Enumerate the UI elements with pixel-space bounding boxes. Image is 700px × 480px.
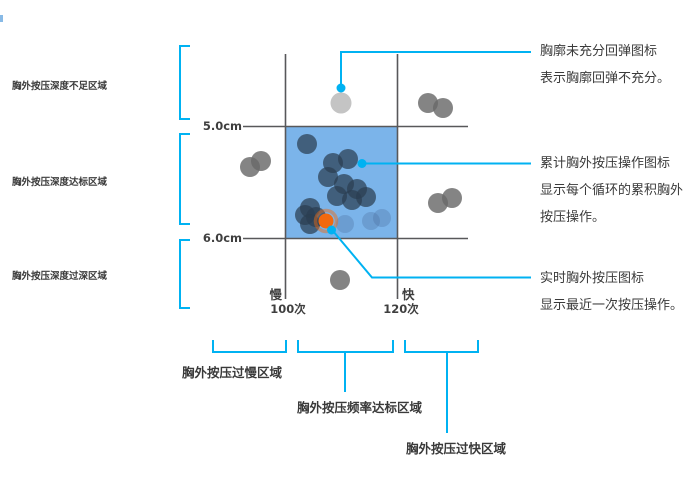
cumulative-compression-dot [356, 187, 376, 207]
annotation-realtime-desc: 显示最近一次按压操作。 [540, 298, 684, 313]
cumulative-compression-dot [318, 167, 338, 187]
grid-lines [243, 54, 468, 299]
cumulative-compression-dot [338, 149, 358, 169]
bracket-depth-deep [179, 239, 190, 309]
annotation-cumulative-desc1: 显示每个循环的累积胸外 [540, 183, 684, 198]
edge-artifact [0, 15, 3, 22]
annotation-recoil-desc: 表示胸廓回弹不充分。 [540, 71, 671, 86]
bracket-depth-target [179, 133, 190, 225]
depth-tick-5cm: 5.0cm [202, 119, 242, 133]
realtime-dot-ring [313, 208, 339, 234]
callout-marker-dot [336, 83, 346, 93]
annotation-cumulative: 累计胸外按压操作图标 显示每个循环的累积胸外 按压操作。 [540, 150, 683, 231]
rate-slow-value: 100次 [270, 302, 306, 316]
compression-dot-out-of-target [433, 98, 453, 118]
faded-compression-dot [336, 215, 354, 233]
callout-marker-dot [357, 159, 367, 168]
faded-compression-dot [362, 212, 380, 230]
cumulative-compression-dot [297, 134, 317, 154]
compression-dot-out-of-target [251, 151, 271, 171]
rate-zone-brackets [212, 340, 479, 433]
annotation-recoil-title: 胸廓未充分回弹图标 [540, 44, 658, 59]
annotation-recoil: 胸廓未充分回弹图标 表示胸廓回弹不充分。 [540, 38, 670, 92]
bracket-rate-fast [404, 340, 479, 353]
rate-fast-char: 快 [402, 287, 415, 302]
rate-fast-value: 120次 [383, 302, 419, 316]
recoil-incomplete-dot [330, 92, 352, 114]
annotation-cumulative-title: 累计胸外按压操作图标 [540, 156, 671, 171]
depth-zone-label-shallow: 胸外按压深度不足区域 [12, 81, 108, 92]
bracket-rate-slow [212, 340, 287, 353]
bracket-rate-target [297, 340, 394, 353]
realtime-compression-dot [318, 213, 334, 229]
annotation-realtime: 实时胸外按压图标 显示最近一次按压操作。 [540, 265, 683, 319]
compression-dots-layer [240, 92, 462, 290]
annotation-cumulative-desc2: 按压操作。 [540, 210, 606, 225]
compression-dot-out-of-target [330, 270, 350, 290]
cumulative-compression-dot [327, 186, 347, 206]
callout-line-recoil [340, 51, 531, 88]
depth-zone-brackets [179, 45, 190, 309]
rate-zone-label-fast: 胸外按压过快区域 [406, 441, 507, 456]
depth-zone-label-target: 胸外按压深度达标区域 [12, 177, 108, 188]
cumulative-compression-dot [300, 214, 320, 234]
callout-marker-dot [327, 225, 336, 235]
rate-zone-label-target: 胸外按压频率达标区域 [297, 400, 423, 415]
rate-zone-label-slow: 胸外按压过慢区域 [182, 365, 283, 380]
faded-compression-dot [373, 209, 391, 227]
depth-zone-label-deep: 胸外按压深度过深区域 [12, 271, 108, 282]
callout-line-realtime [332, 230, 531, 279]
compression-dot-out-of-target [428, 193, 448, 213]
depth-tick-6cm: 6.0cm [202, 231, 242, 245]
callout-markers-layer [327, 83, 367, 235]
bracket-depth-shallow [179, 45, 190, 120]
annotation-realtime-title: 实时胸外按压图标 [540, 271, 645, 286]
rate-slow-char: 慢 [269, 287, 282, 302]
callout-lines [332, 51, 531, 279]
